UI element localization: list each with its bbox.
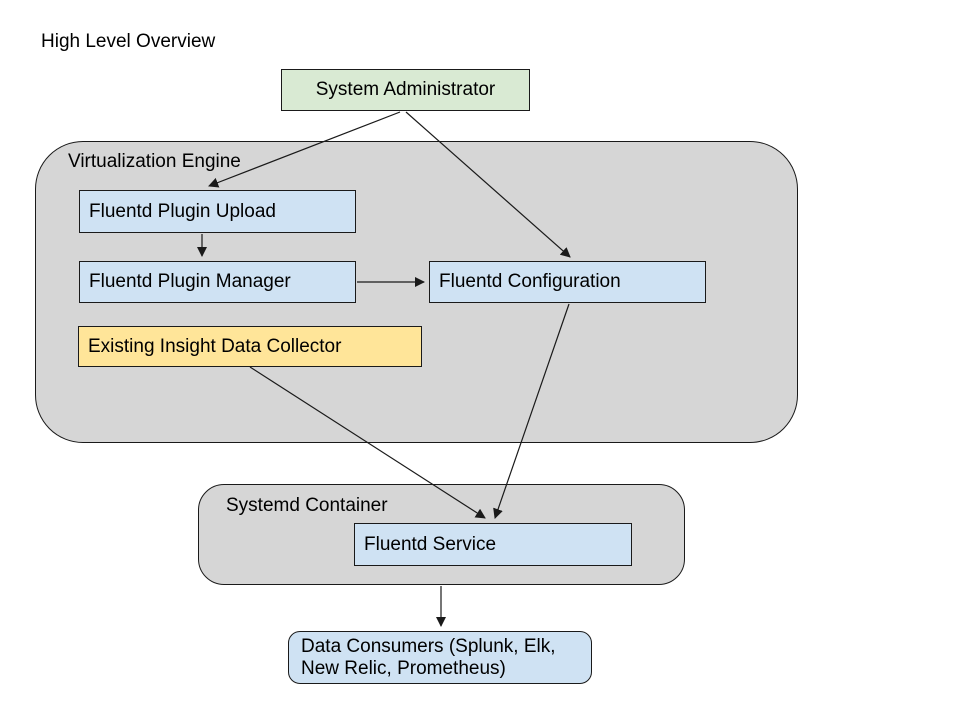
node-data-consumers-label-line1: Data Consumers (Splunk, Elk, bbox=[301, 635, 556, 657]
node-data-consumers: Data Consumers (Splunk, Elk, New Relic, … bbox=[288, 631, 592, 684]
node-system-administrator: System Administrator bbox=[281, 69, 530, 111]
node-system-administrator-label: System Administrator bbox=[315, 79, 496, 101]
node-fluentd-service-label: Fluentd Service bbox=[364, 533, 497, 555]
node-fluentd-configuration: Fluentd Configuration bbox=[429, 261, 706, 303]
node-data-consumers-label-line2: New Relic, Prometheus) bbox=[301, 657, 506, 679]
node-fluentd-service: Fluentd Service bbox=[354, 523, 632, 566]
container-virtualization-engine-label: Virtualization Engine bbox=[68, 151, 241, 172]
node-existing-insight-data-collector-label: Existing Insight Data Collector bbox=[88, 335, 342, 357]
node-existing-insight-data-collector: Existing Insight Data Collector bbox=[78, 326, 422, 367]
node-fluentd-plugin-manager: Fluentd Plugin Manager bbox=[79, 261, 356, 303]
page-title: High Level Overview bbox=[41, 31, 216, 52]
node-fluentd-configuration-label: Fluentd Configuration bbox=[439, 271, 621, 293]
container-systemd-container-label: Systemd Container bbox=[226, 495, 388, 516]
node-fluentd-plugin-upload-label: Fluentd Plugin Upload bbox=[89, 200, 276, 222]
node-fluentd-plugin-upload: Fluentd Plugin Upload bbox=[79, 190, 356, 233]
node-fluentd-plugin-manager-label: Fluentd Plugin Manager bbox=[89, 271, 291, 293]
